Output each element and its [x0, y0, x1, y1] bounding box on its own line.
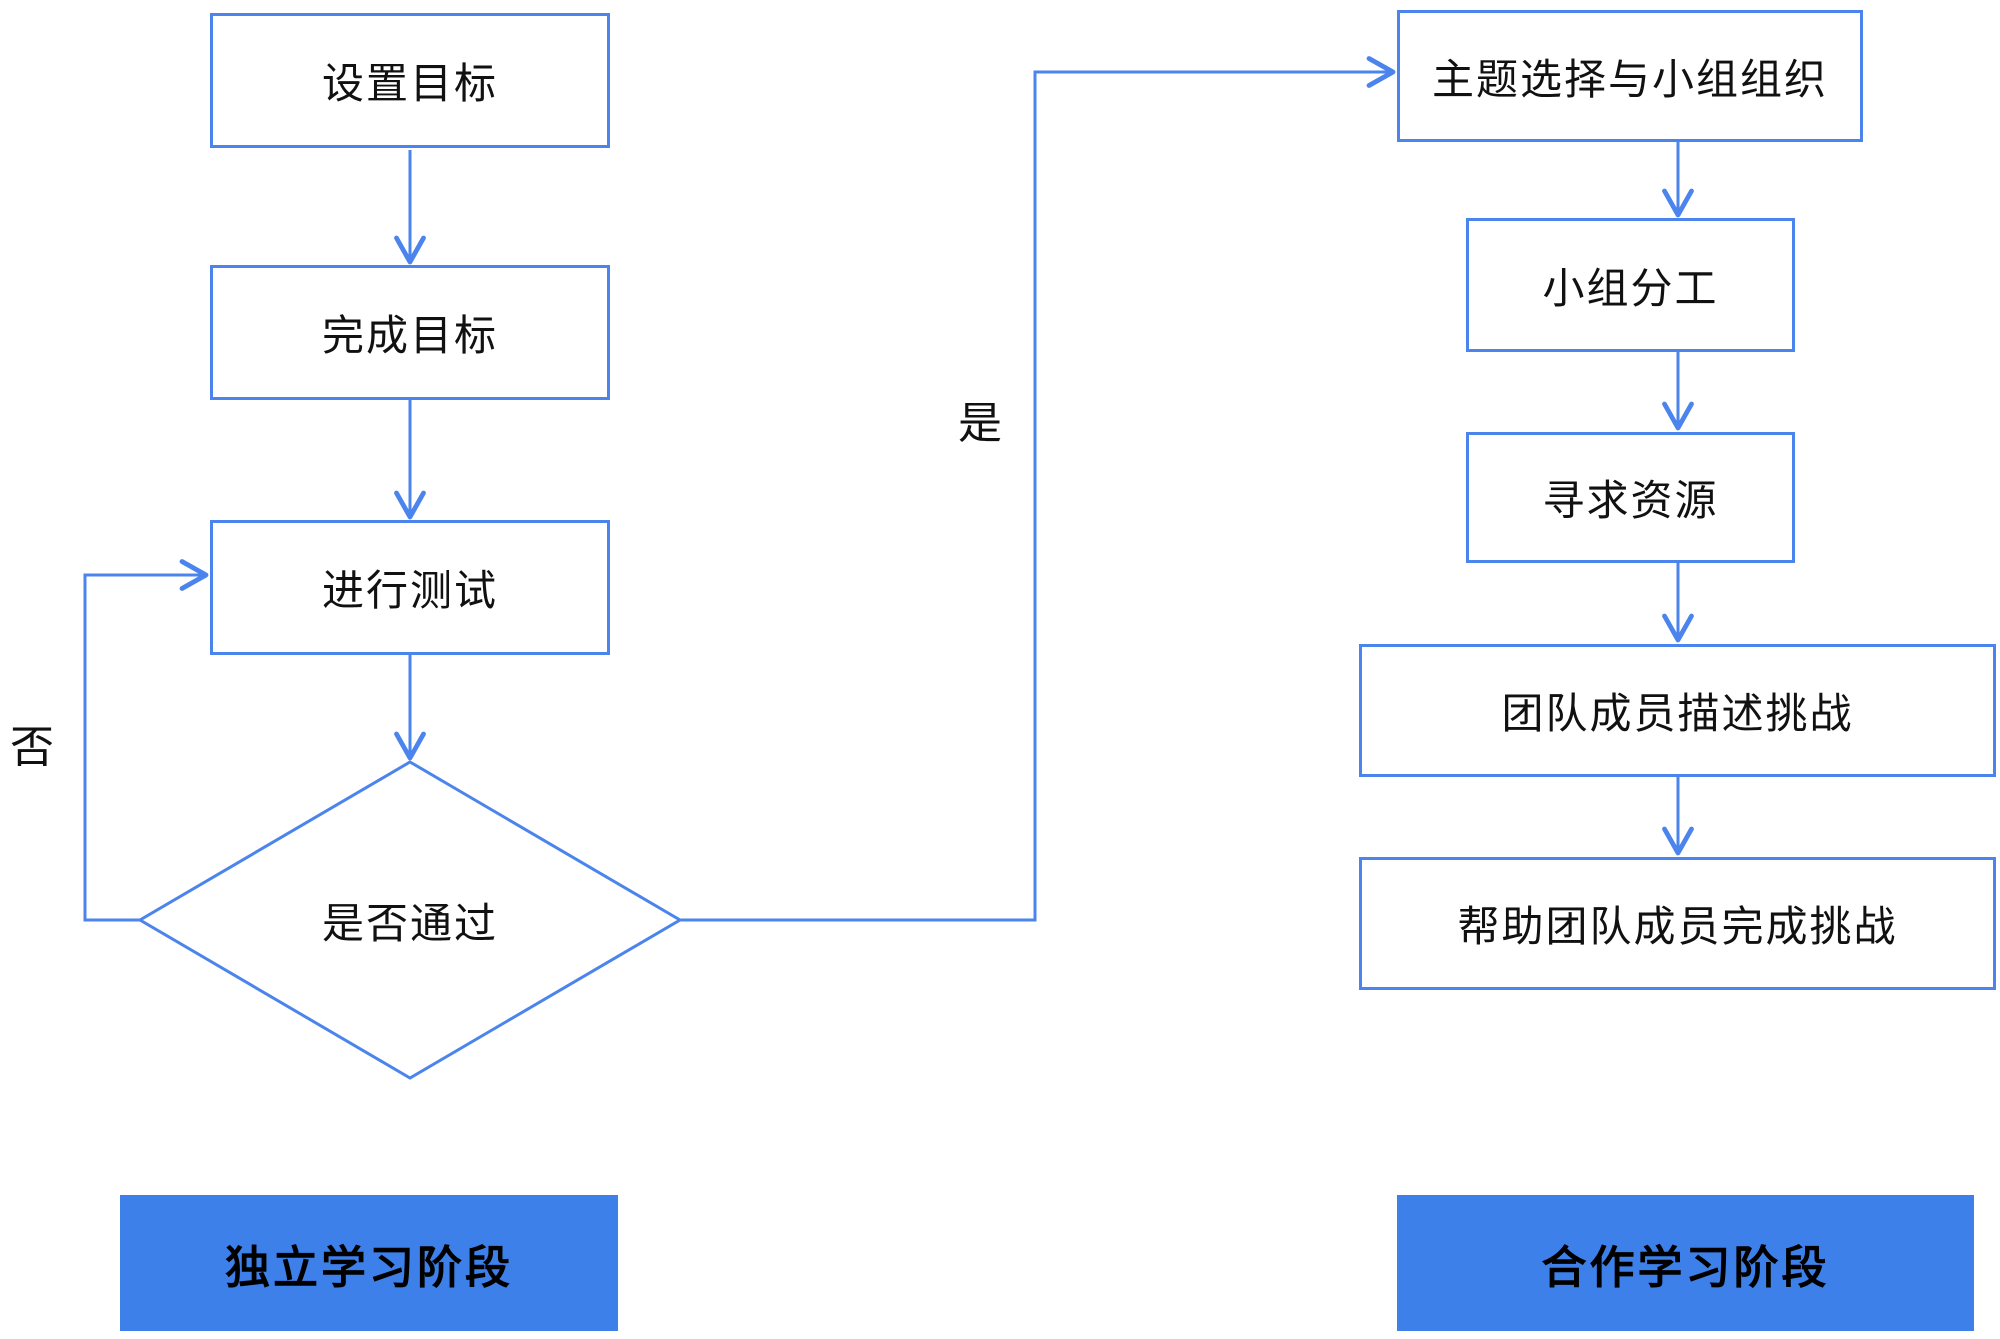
banner-cooperative-phase: 合作学习阶段: [1397, 1195, 1974, 1331]
node-group-division: 小组分工: [1466, 218, 1795, 352]
node-take-test: 进行测试: [210, 520, 610, 655]
arrow-decision-yes-to-topic-selection: [680, 56, 1396, 922]
arrow-decision-no-loop-to-take-test: [83, 559, 209, 922]
label-no: 否: [10, 723, 56, 772]
node-set-goals: 设置目标: [210, 13, 610, 148]
decision-diamond-shape: [137, 760, 683, 1080]
node-topic-selection-group-organization: 主题选择与小组组织: [1397, 10, 1863, 142]
node-seek-resources: 寻求资源: [1466, 432, 1795, 563]
label-yes: 是: [958, 399, 1004, 448]
node-help-members-complete-challenges: 帮助团队成员完成挑战: [1359, 857, 1996, 990]
node-complete-goals: 完成目标: [210, 265, 610, 400]
decision-label: 是否通过: [321, 899, 498, 947]
node-members-describe-challenges: 团队成员描述挑战: [1359, 644, 1996, 777]
banner-independent-phase: 独立学习阶段: [120, 1195, 618, 1331]
